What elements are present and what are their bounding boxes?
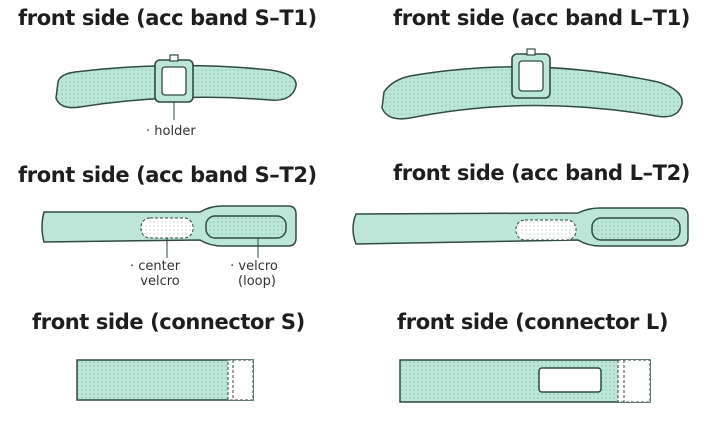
velcro-loop	[205, 215, 287, 239]
center-velcro-l	[515, 219, 577, 241]
connector-s-body	[76, 359, 254, 401]
acc-band-s-t2	[41, 205, 297, 258]
acc-band-l-t1	[381, 48, 683, 120]
title-band-s-t1: front side (acc band S–T1)	[18, 6, 317, 30]
title-connector-s: front side (connector S)	[32, 310, 305, 334]
holder-clip-l	[526, 48, 536, 56]
connector-l	[399, 359, 651, 403]
holder-clip	[169, 54, 179, 62]
title-band-l-t1: front side (acc band L–T1)	[393, 6, 690, 30]
connector-s-end-tab	[227, 359, 254, 401]
velcro-loop-label-line1: · velcro	[230, 259, 278, 274]
connector-l-patch	[538, 367, 602, 393]
center-velcro	[140, 217, 194, 239]
holder-window	[161, 66, 187, 96]
acc-band-s-t1	[55, 54, 297, 120]
velcro-loop-label: · velcro (loop)	[222, 259, 286, 289]
connector-l-body	[399, 359, 651, 403]
title-band-l-t2: front side (acc band L–T2)	[393, 161, 690, 185]
connector-l-end-tab	[617, 359, 651, 403]
acc-band-l-t2	[352, 207, 689, 247]
holder-window-l	[518, 60, 544, 92]
connector-s	[76, 359, 254, 401]
velcro-loop-label-line2: (loop)	[238, 274, 276, 289]
center-velcro-label-line2: velcro	[140, 274, 180, 289]
title-connector-l: front side (connector L)	[397, 310, 669, 334]
velcro-loop-l	[591, 217, 681, 241]
center-velcro-label: · center velcro	[120, 259, 190, 289]
holder-label: · holder	[146, 124, 196, 139]
center-velcro-label-line1: · center	[129, 259, 181, 274]
title-band-s-t2: front side (acc band S–T2)	[18, 163, 317, 187]
